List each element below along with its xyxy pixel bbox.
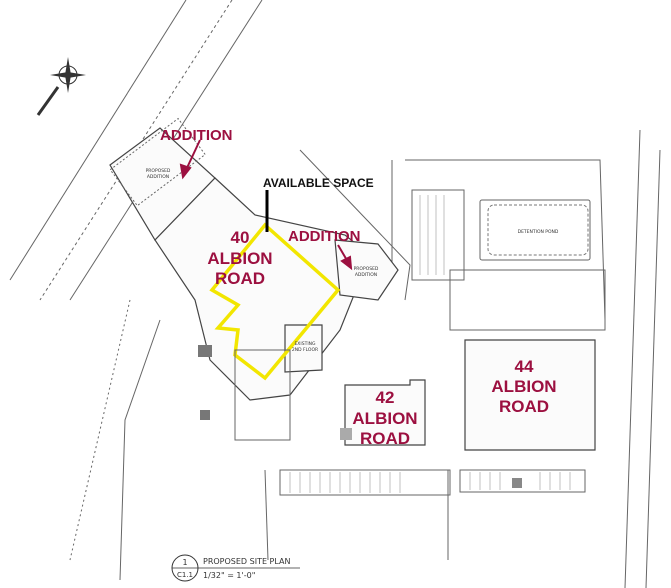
note-detention-pond: DETENTION POND [518,229,559,235]
building-44-footprint [464,339,596,451]
bldg-42-street-2: ROAD [360,429,410,448]
bldg-40-number: 40 [231,228,250,247]
note-proposed-addition-left-2: ADDITION [147,174,169,180]
north-arrow-icon [36,57,86,116]
addition-right-label: ADDITION [288,228,361,245]
sheet-ref: C1.1 [177,571,193,579]
note-proposed-addition-left-1: PROPOSED [146,168,171,174]
note-proposed-addition-right-1: PROPOSED [354,266,379,272]
available-space-label: AVAILABLE SPACE [263,176,374,190]
addition-top-label: ADDITION [160,127,233,144]
title-block: 1 C1.1 PROPOSED SITE PLAN 1/32" = 1'-0" [171,554,300,582]
hatch-area [512,478,522,488]
sheet-title: PROPOSED SITE PLAN [203,557,290,566]
bldg-42-street-1: ALBION [352,409,417,428]
proposed-addition-left-outline [109,117,206,207]
sheet-number: 1 [182,558,187,567]
available-space-outline [209,222,341,381]
sheet-scale: 1/32" = 1'-0" [203,571,255,580]
road-linework [9,0,661,588]
bldg-44-number: 44 [515,357,534,376]
detention-pond-outline [487,204,589,256]
addition-arrows [179,139,353,271]
bldg-40-street-2: ROAD [215,269,265,288]
note-existing-2nd-floor-1: EXISTING [294,341,316,347]
hatch-area [200,410,210,420]
parking-areas [234,189,606,496]
bldg-42-number: 42 [376,388,395,407]
note-proposed-addition-right-2: ADDITION [355,272,377,278]
hatch-area [198,345,212,357]
building-42-footprint [344,379,426,446]
hatch-area [340,428,352,440]
bldg-44-street-2: ROAD [499,397,549,416]
bldg-44-street-1: ALBION [491,377,556,396]
note-existing-2nd-floor-2: 2ND FLOOR [292,347,318,353]
building-40-footprint [109,127,399,401]
parking-stripes [289,195,571,493]
bldg-40-street-1: ALBION [207,249,272,268]
